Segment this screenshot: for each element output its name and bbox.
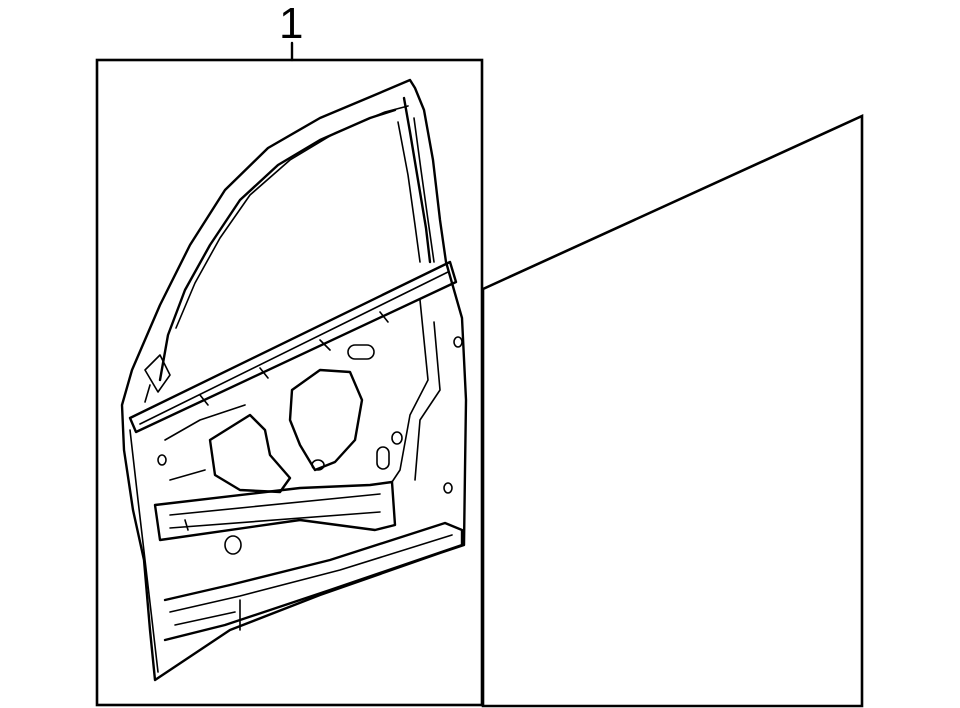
hole-4 bbox=[224, 535, 242, 555]
belt-line-rail bbox=[128, 260, 458, 434]
hinge-bracket bbox=[144, 354, 171, 403]
inner-panel-contour bbox=[164, 299, 441, 483]
bottom-channel-inner bbox=[169, 534, 453, 631]
slot-1 bbox=[376, 446, 390, 470]
access-opening-lower bbox=[208, 413, 292, 494]
slot-2 bbox=[347, 344, 375, 360]
sill-ribs bbox=[169, 493, 381, 531]
hole-3 bbox=[391, 431, 403, 445]
window-frame-lip bbox=[175, 105, 409, 329]
background-panel bbox=[481, 113, 864, 708]
access-opening-upper bbox=[288, 368, 364, 472]
hole-2 bbox=[443, 482, 453, 494]
door-shell[interactable] bbox=[120, 78, 468, 682]
callout-label: 1 bbox=[279, 0, 303, 48]
bottom-channel bbox=[163, 521, 464, 642]
hole-5 bbox=[311, 459, 325, 471]
sill-reinforcement bbox=[153, 480, 397, 542]
part-frame bbox=[95, 58, 484, 707]
hole-6 bbox=[157, 454, 167, 466]
b-pillar-edge bbox=[397, 117, 435, 263]
belt-line-detail bbox=[139, 271, 449, 425]
door-outer-outline bbox=[120, 78, 468, 682]
front-flange bbox=[129, 429, 159, 673]
hole-1 bbox=[453, 336, 463, 348]
callout-1[interactable]: 1 bbox=[279, 0, 303, 62]
